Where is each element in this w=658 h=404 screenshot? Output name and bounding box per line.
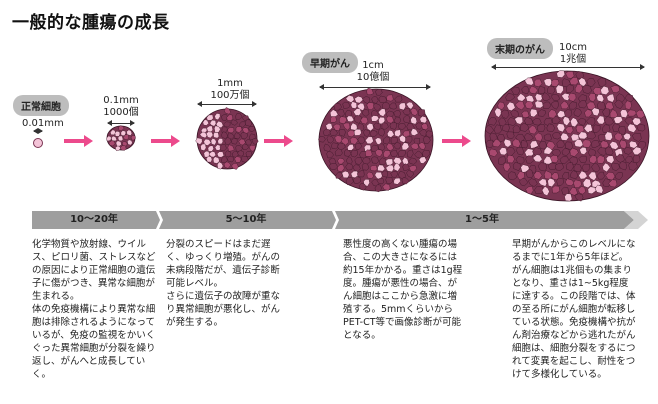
stage-size-10cm: 10cm 1兆個	[543, 42, 603, 66]
arrow-icon	[442, 135, 471, 147]
stage-size-0-1mm: 0.1mm 1000個	[100, 95, 142, 119]
timeline-label-3: 1～5年	[465, 214, 499, 225]
dimension-line	[33, 128, 43, 134]
normal-cell-icon	[33, 138, 43, 148]
timeline-bar	[32, 211, 648, 229]
description-stage-2: 分裂のスピードはまだ遅く、ゆっくり増殖。がんの未病段階だが、遺伝子診断可能レベル…	[166, 239, 281, 328]
description-stage-3: 悪性度の高くない腫瘍の場合、この大きさになるには約15年かかる。重さは1g程度。…	[343, 239, 463, 341]
stage-size-1cm: 1cm 10億個	[345, 60, 401, 84]
count-label: 1兆個	[559, 54, 587, 65]
size-label: 1mm	[217, 78, 243, 89]
arrow-icon	[151, 135, 180, 147]
size-label: 1cm	[362, 60, 384, 71]
dimension-line	[197, 101, 257, 107]
timeline-band-1	[32, 211, 160, 229]
description-stage-4: 早期がんからこのレベルになるまでに1年から5年ほど。がん細胞は1兆個もの集まりと…	[512, 239, 636, 380]
stage-pill-terminal-cancer: 末期のがん	[487, 38, 553, 59]
description-stage-1: 化学物質や放射線、ウイルス、ピロリ菌、ストレスなどの原因により正常細胞の遺伝子に…	[32, 239, 156, 380]
stage-size-normal: 0.01mm	[22, 118, 64, 129]
count-label: 100万個	[210, 90, 250, 101]
timeline-label-2: 5～10年	[225, 214, 267, 225]
timeline-band-3	[335, 211, 634, 229]
terminal-cancer-tumor-icon	[484, 70, 650, 202]
dimension-line	[491, 64, 645, 70]
timeline-band-tail	[624, 211, 648, 229]
timeline-band-2	[159, 211, 336, 229]
size-label: 10cm	[559, 42, 587, 53]
timeline-label-1: 10～20年	[70, 214, 118, 225]
stage-pill-early-cancer: 早期がん	[302, 52, 358, 73]
count-label: 10億個	[356, 72, 390, 83]
cell-cluster-million-icon	[195, 107, 259, 170]
arrow-icon	[264, 135, 293, 147]
dimension-line	[319, 84, 431, 90]
page-title: 一般的な腫瘍の成長	[12, 13, 170, 33]
arrow-icon	[64, 135, 93, 147]
cell-cluster-1000-icon	[106, 125, 136, 152]
stage-size-1mm: 1mm 100万個	[200, 78, 260, 102]
dimension-line	[107, 120, 135, 126]
stage-pill-normal-cell: 正常細胞	[13, 95, 69, 116]
size-label: 0.1mm	[103, 95, 139, 106]
early-cancer-tumor-icon	[318, 87, 434, 193]
count-label: 1000個	[103, 107, 139, 118]
